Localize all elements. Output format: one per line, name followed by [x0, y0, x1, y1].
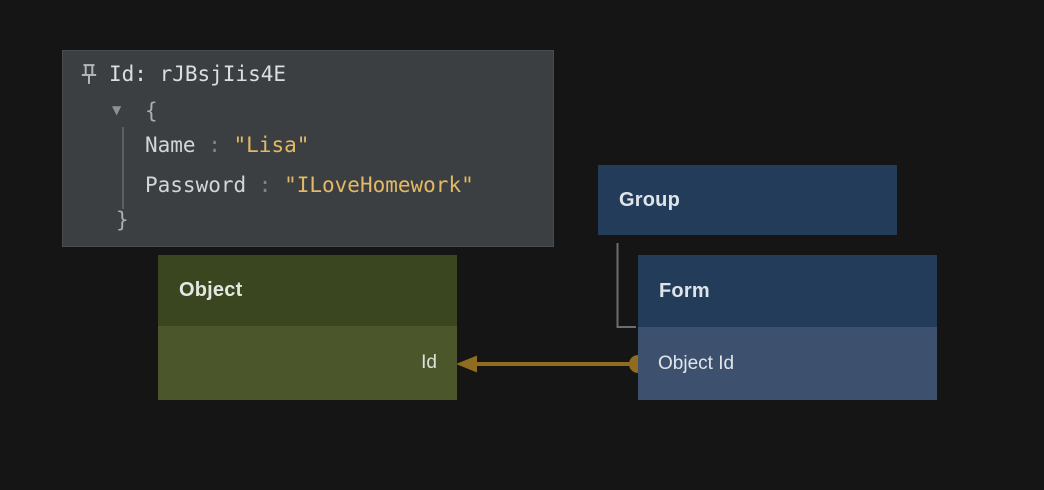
- field-value: "Lisa": [233, 133, 310, 157]
- node-group-header[interactable]: Group: [598, 165, 897, 235]
- node-title: Form: [659, 279, 710, 302]
- field-label: Object Id: [658, 352, 735, 374]
- pin-icon[interactable]: [80, 63, 100, 87]
- node-title: Group: [619, 188, 680, 211]
- field-separator: :: [195, 133, 234, 157]
- pinned-value-tooltip: Id: rJBsjIis4E ▼ { Name : "Lisa" Passwor…: [62, 50, 554, 247]
- node-object-field-id[interactable]: Id: [158, 326, 457, 400]
- group-form-hierarchy-line: [616, 243, 636, 328]
- tooltip-field-password: Password : "ILoveHomework": [145, 173, 474, 197]
- indent-guide: [122, 127, 124, 209]
- object-id-edge[interactable]: [456, 355, 647, 373]
- field-key: Name: [145, 133, 196, 157]
- node-group[interactable]: Group: [598, 165, 897, 235]
- field-value: "ILoveHomework": [284, 173, 474, 197]
- node-form-header[interactable]: Form: [638, 255, 937, 327]
- node-form-field-object-id[interactable]: Object Id: [638, 327, 937, 400]
- node-title: Object: [179, 279, 243, 301]
- field-separator: :: [246, 173, 285, 197]
- collapse-toggle-icon[interactable]: ▼: [112, 103, 122, 117]
- tooltip-field-name: Name : "Lisa": [145, 133, 309, 157]
- field-label: Id: [421, 352, 437, 373]
- node-object-header[interactable]: Object: [158, 255, 457, 326]
- edge-arrowhead-icon: [456, 355, 477, 373]
- close-brace: }: [116, 208, 129, 232]
- open-brace: {: [145, 99, 158, 123]
- field-key: Password: [145, 173, 247, 197]
- node-object[interactable]: Object Id: [158, 255, 457, 400]
- node-form[interactable]: Form Object Id: [638, 255, 937, 400]
- tooltip-title: Id: rJBsjIis4E: [109, 62, 287, 86]
